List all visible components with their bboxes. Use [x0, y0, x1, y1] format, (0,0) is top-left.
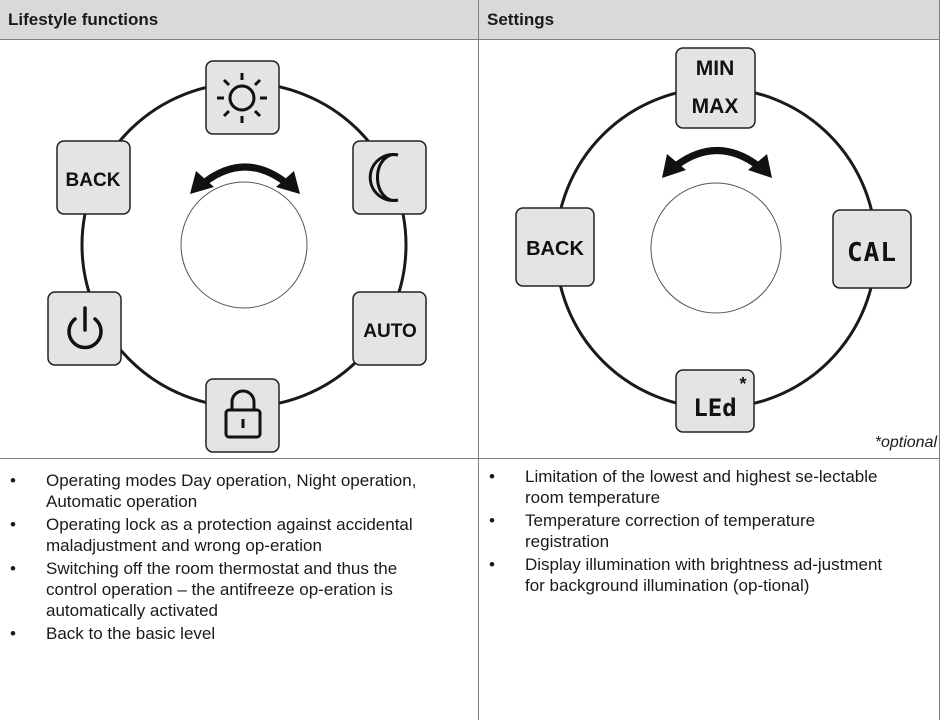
list-item: Switching off the room thermostat and th…	[0, 558, 440, 621]
led-button[interactable]: LEd *	[675, 369, 755, 433]
table-right-border	[939, 0, 940, 720]
list-item-text: Limitation of the lowest and highest se-…	[525, 467, 878, 507]
auto-mode-button[interactable]: AUTO	[352, 291, 427, 366]
calibration-button[interactable]: CAL	[832, 209, 912, 289]
list-item-text: Operating modes Day operation, Night ope…	[46, 471, 417, 511]
cal-label: CAL	[847, 238, 897, 268]
list-item: Back to the basic level	[0, 623, 440, 644]
list-item: Temperature correction of temperature re…	[479, 510, 899, 552]
moon-icon	[368, 153, 399, 202]
list-item: Display illumination with brightness ad-…	[479, 554, 899, 596]
back-button[interactable]: BACK	[56, 140, 131, 215]
list-item: Operating lock as a protection against a…	[0, 514, 440, 556]
list-item: Limitation of the lowest and highest se-…	[479, 466, 899, 508]
min-label: MIN	[696, 57, 735, 80]
rotate-arrows-icon	[190, 163, 300, 194]
led-optional-mark: *	[739, 374, 746, 394]
led-label: LEd	[693, 394, 736, 422]
min-max-button[interactable]: MIN MAX	[675, 47, 756, 129]
header-lifestyle-functions: Lifestyle functions	[0, 0, 478, 40]
optional-note: *optional	[874, 434, 937, 451]
left-row-divider	[0, 458, 478, 459]
lock-icon	[224, 389, 262, 439]
list-item-text: Display illumination with brightness ad-…	[525, 555, 883, 595]
day-mode-button[interactable]	[205, 60, 280, 135]
settings-dial: MIN MAX BACK CAL LEd *	[515, 47, 912, 433]
column-divider	[478, 0, 479, 720]
right-row-divider	[479, 458, 940, 459]
back-button[interactable]: BACK	[515, 207, 595, 287]
list-item-text: Temperature correction of temperature re…	[525, 511, 816, 551]
lock-button[interactable]	[205, 378, 280, 453]
rotate-arrows-icon	[662, 147, 772, 178]
lifestyle-bullet-list: Operating modes Day operation, Night ope…	[0, 470, 440, 644]
auto-label: AUTO	[363, 321, 416, 342]
back-label: BACK	[66, 170, 121, 191]
sun-icon	[217, 73, 267, 123]
list-item: Operating modes Day operation, Night ope…	[0, 470, 440, 512]
night-mode-button[interactable]	[352, 140, 427, 215]
max-label: MAX	[692, 95, 739, 118]
list-item-text: Back to the basic level	[46, 624, 216, 643]
power-icon	[67, 306, 103, 350]
list-item-text: Operating lock as a protection against a…	[46, 515, 413, 555]
lifestyle-dial: BACK AUTO	[47, 60, 427, 453]
back-label: BACK	[526, 238, 584, 260]
list-item-text: Switching off the room thermostat and th…	[46, 559, 398, 620]
power-off-button[interactable]	[47, 291, 122, 366]
header-settings: Settings	[479, 0, 940, 40]
settings-bullet-list: Limitation of the lowest and highest se-…	[479, 466, 899, 596]
